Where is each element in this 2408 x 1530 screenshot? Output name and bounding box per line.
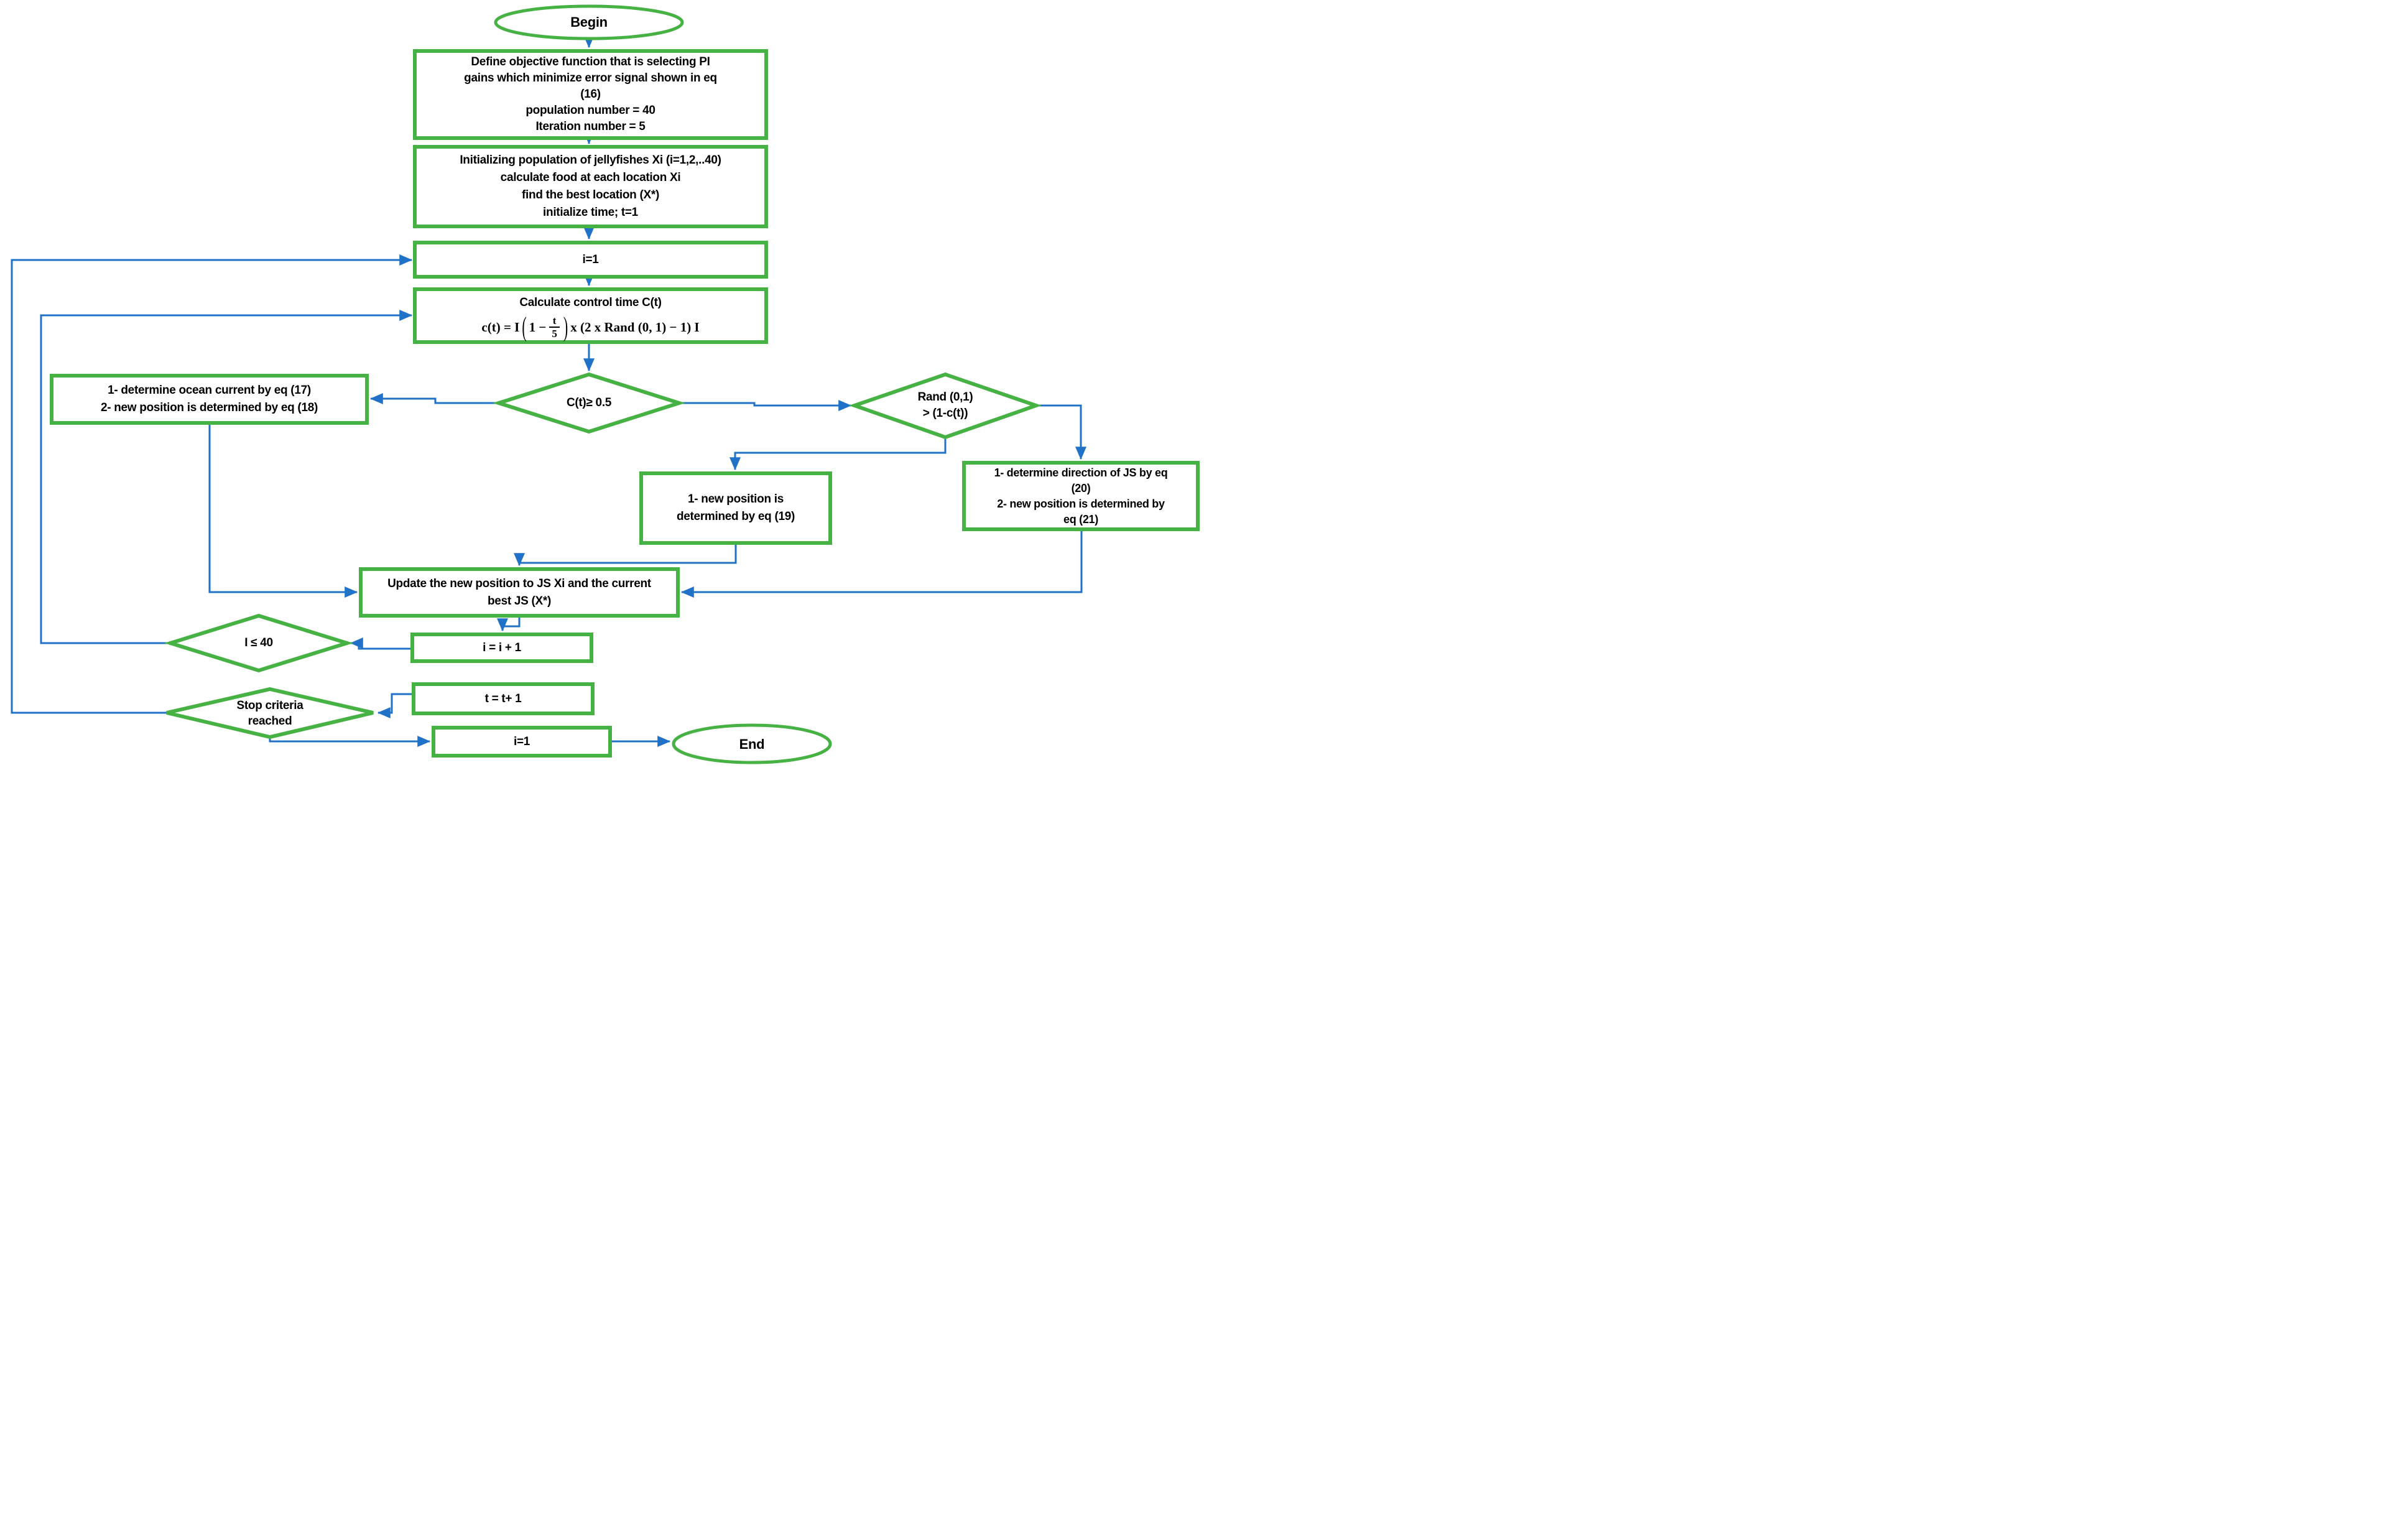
increment-t-box — [412, 682, 595, 715]
initialize-population-line: initialize time; t=1 — [543, 206, 638, 219]
increment-i-box — [410, 633, 593, 663]
connector-update-to-increment-i — [497, 616, 521, 632]
formula-lhs: c(t) = I — [481, 320, 520, 335]
rand-decision-diamond — [848, 372, 1042, 440]
connector-ct-yes-to-ocean — [369, 393, 499, 404]
define-objective-label: Define objective function that is select… — [418, 53, 763, 136]
define-objective-line: gains which minimize error signal shown … — [464, 72, 717, 85]
connector-eq19-to-update — [514, 544, 737, 567]
control-time-label: Calculate control time C(t) c(t) = I ( 1… — [415, 292, 766, 341]
connector-group — [11, 35, 1086, 747]
i-equals-1-bottom-label: i=1 — [513, 735, 530, 748]
begin-label: Begin — [570, 14, 608, 30]
update-position-line: best JS (X*) — [488, 595, 551, 608]
i-equals-1-top-box — [413, 241, 768, 279]
connector-i40-loop-to-control — [40, 310, 413, 644]
initialize-population-label: Initializing population of jellyfishes X… — [418, 149, 763, 224]
connector-ct-no-to-rand — [679, 400, 852, 411]
initialize-population-box — [413, 145, 768, 228]
formula-open-paren: ( — [522, 311, 527, 342]
formula-rhs: x (2 x Rand (0, 1) − 1) I — [570, 320, 700, 335]
shape-group — [50, 4, 1200, 764]
i40-decision-diamond — [164, 613, 354, 673]
eq20-21-line: eq (21) — [1063, 512, 1098, 526]
eq19-box — [639, 471, 832, 545]
formula-denominator: 5 — [549, 327, 560, 339]
define-objective-line: population number = 40 — [526, 104, 655, 117]
i-equals-1-top-label: i=1 — [582, 253, 599, 266]
control-time-box — [413, 287, 768, 344]
update-position-box — [359, 567, 680, 618]
ocean-current-label: 1- determine ocean current by eq (17) 2-… — [52, 378, 367, 420]
end-label: End — [739, 736, 765, 752]
initialize-population-line: Initializing population of jellyfishes X… — [460, 154, 721, 167]
formula-one-minus: 1 − — [529, 320, 547, 335]
define-objective-line: Iteration number = 5 — [535, 120, 646, 133]
stop-decision-line: Stop criteria — [236, 699, 303, 712]
update-position-label: Update the new position to JS Xi and the… — [361, 573, 678, 612]
stop-decision-line: reached — [248, 715, 292, 728]
connector-increment-t-to-stop — [377, 693, 414, 718]
eq20-21-line: 1- determine direction of JS by eq — [994, 466, 1168, 479]
ocean-current-box — [50, 374, 369, 425]
i40-decision-label: I ≤ 40 — [244, 636, 273, 649]
i-equals-1-bottom-box — [432, 726, 612, 758]
begin-terminator-shape — [494, 4, 684, 40]
connector-ocean-to-update — [208, 424, 358, 598]
ct-decision-diamond — [493, 372, 685, 434]
eq20-21-line: (20) — [1071, 481, 1091, 494]
formula-close-paren: ) — [563, 311, 568, 342]
connector-stop-loop-to-i1 — [11, 254, 413, 714]
end-terminator-shape — [672, 723, 832, 764]
jellyfish-search-flowchart: Begin Define objective function that is … — [0, 0, 1204, 765]
connector-rand-to-eq2021 — [1036, 404, 1086, 460]
rand-decision-line: > (1-c(t)) — [922, 407, 968, 420]
eq20-21-box — [962, 461, 1200, 531]
eq20-21-line: 2- new position is determined by — [997, 497, 1165, 510]
ocean-current-line: 2- new position is determined by eq (18) — [100, 401, 318, 414]
connector-eq2021-to-update — [680, 530, 1083, 598]
eq19-label: 1- new position is determined by eq (19) — [641, 484, 830, 532]
stop-decision-label: Stop criteria reached — [187, 696, 353, 731]
rand-decision-label: Rand (0,1) > (1-c(t)) — [854, 381, 1036, 430]
increment-t-label: t = t+ 1 — [484, 692, 522, 705]
connector-stop-to-i1-bottom — [269, 736, 431, 747]
define-objective-box — [413, 49, 768, 140]
formula-fraction: t 5 — [549, 315, 560, 339]
define-objective-line: Define objective function that is select… — [471, 55, 710, 68]
stop-decision-diamond — [166, 687, 374, 740]
eq19-line: determined by eq (19) — [676, 510, 795, 523]
define-objective-line: (16) — [580, 88, 601, 101]
control-time-formula: c(t) = I ( 1 − t 5 ) x (2 x Rand (0, 1) … — [415, 311, 766, 342]
flowchart-canvas — [11, 4, 1200, 764]
connector-increment-i-to-i40 — [350, 638, 412, 650]
control-time-title: Calculate control time C(t) — [519, 296, 662, 309]
rand-decision-line: Rand (0,1) — [917, 391, 973, 404]
initialize-population-line: calculate food at each location Xi — [500, 171, 681, 184]
connector-rand-to-eq19 — [729, 437, 947, 471]
ocean-current-line: 1- determine ocean current by eq (17) — [108, 384, 311, 397]
eq19-line: 1- new position is — [687, 493, 784, 506]
increment-i-label: i = i + 1 — [483, 641, 521, 654]
formula-numerator: t — [552, 315, 557, 327]
update-position-line: Update the new position to JS Xi and the… — [387, 577, 651, 590]
eq20-21-label: 1- determine direction of JS by eq (20) … — [964, 465, 1198, 527]
ct-decision-label: C(t)≥ 0.5 — [566, 396, 612, 409]
initialize-population-line: find the best location (X*) — [522, 188, 659, 202]
